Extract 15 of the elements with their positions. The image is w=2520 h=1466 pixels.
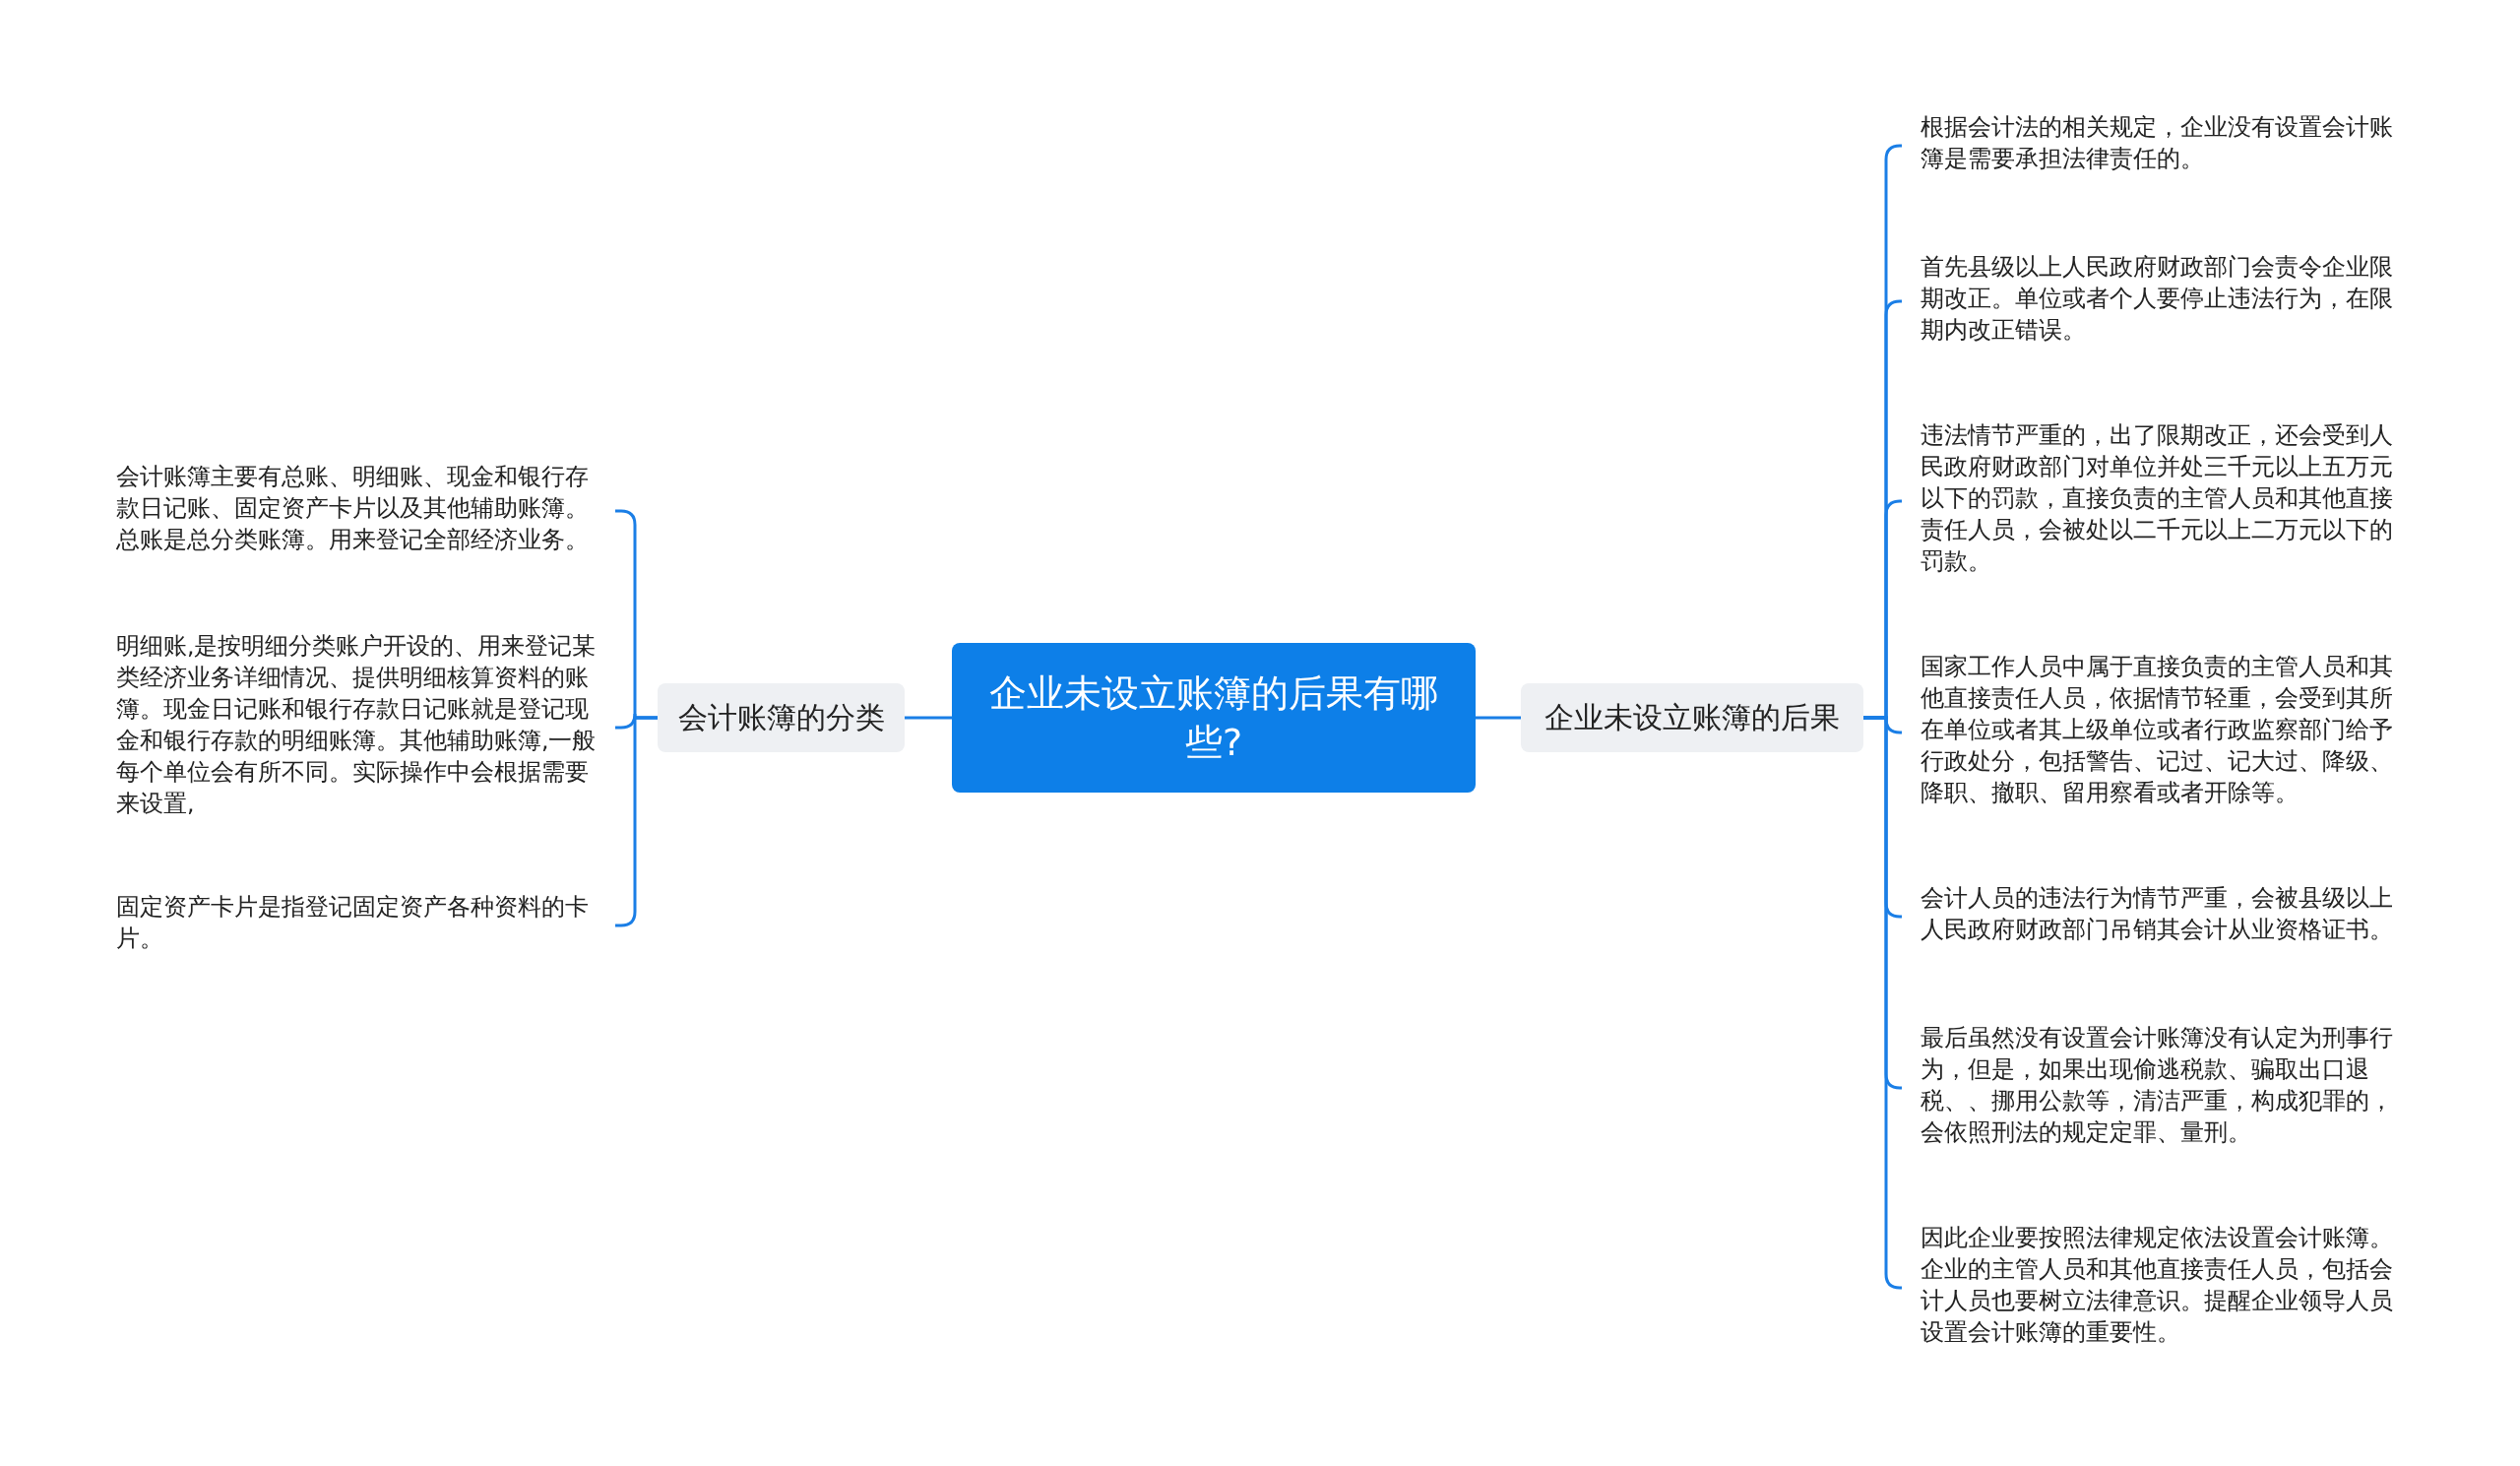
central-topic-box: 企业未设立账簿的后果有哪些?: [952, 643, 1476, 793]
subtopic-text: 最后虽然没有设置会计账簿没有认定为刑事行为，但是，如果出现偷逃税款、骗取出口退税、、挪用公款等，清洁严重，构成犯罪的，会依照刑法的规定定罪、量刑。: [1921, 1023, 2394, 1148]
subtopic-text: 首先县级以上人民政府财政部门会责令企业限期改正。单位或者个人要停止违法行为，在限期内改正错误。: [1921, 252, 2394, 346]
subtopic-text: 国家工作人员中属于直接负责的主管人员和其他直接责任人员，依据情节轻重，会受到其所在单位或者其上级单位或者行政监察部门给予行政处分，包括警告、记过、记大过、降级、降职、撤职、留用察看或者开除等。: [1921, 652, 2394, 808]
topic-box: 企业未设立账簿的后果: [1521, 683, 1863, 752]
connector-line: [1476, 716, 1521, 720]
subtopic-text: 明细账,是按明细分类账户开设的、用来登记某类经济业务详细情况、提供明细核算资料的账簿。现金日记账和银行存款日记账就是登记现金和银行存款的明细账簿。其他辅助账簿,一般每个单位会有所不同。实际操作中会根据需要来设置,: [116, 631, 598, 819]
subtopic-text: 违法情节严重的，出了限期改正，还会受到人民政府财政部门对单位并处三千元以上五万元以下的罚款，直接负责的主管人员和其他直接责任人员，会被处以二千元以上二万元以下的罚款。: [1921, 420, 2394, 577]
subtopic-text: 会计账簿主要有总账、明细账、现金和银行存款日记账、固定资产卡片以及其他辅助账簿。总账是总分类账簿。用来登记全部经济业务。: [116, 462, 590, 555]
subtopic-text: 因此企业要按照法律规定依法设置会计账簿。企业的主管人员和其他直接责任人员，包括会计人员也要树立法律意识。提醒企业领导人员设置会计账簿的重要性。: [1921, 1223, 2394, 1348]
subtopic-text: 固定资产卡片是指登记固定资产各种资料的卡片。: [116, 892, 590, 954]
connector-line: [905, 716, 952, 720]
topic-box: 会计账簿的分类: [658, 683, 905, 752]
subtopic-text: 会计人员的违法行为情节严重，会被县级以上人民政府财政部门吊销其会计从业资格证书。: [1921, 883, 2394, 945]
subtopic-text: 根据会计法的相关规定，企业没有设置会计账簿是需要承担法律责任的。: [1921, 112, 2394, 174]
